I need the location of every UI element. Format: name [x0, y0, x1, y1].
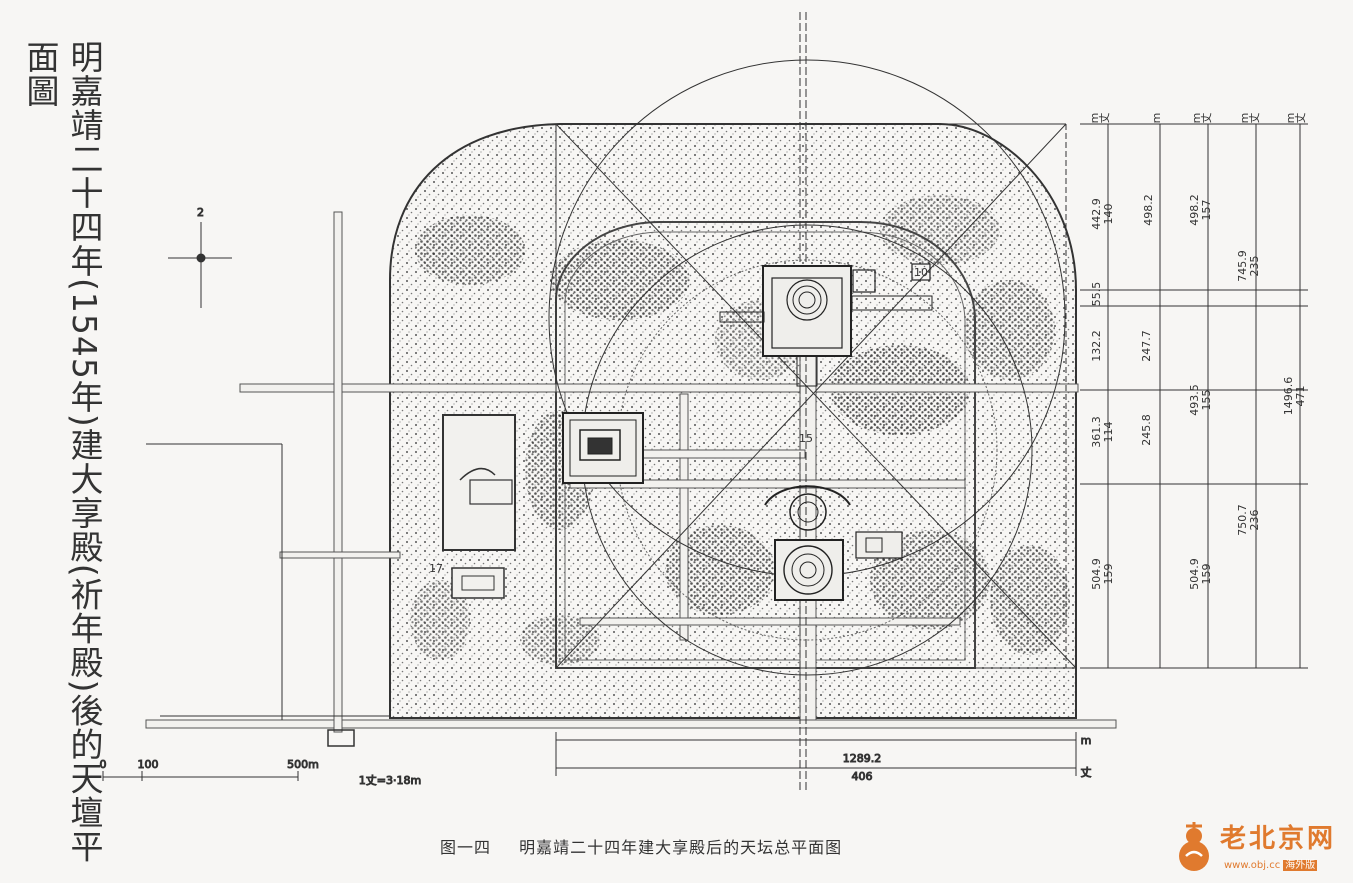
- gourd-logo-icon: [1179, 822, 1209, 871]
- inner-wall: [555, 221, 976, 669]
- unit-header: 丈: [1098, 113, 1111, 124]
- unit-header: 丈: [1200, 113, 1213, 124]
- watermark-tag: 海外版: [1283, 860, 1318, 871]
- dimension-label: 159: [1102, 564, 1115, 585]
- scale-tick-label: 500m: [287, 758, 319, 771]
- dimension-label: 442.9: [1090, 198, 1103, 230]
- round-mound-complex: [764, 485, 903, 601]
- unit-header: m: [1088, 113, 1101, 124]
- north-arrow-label: 2: [197, 206, 204, 219]
- dimension-label: 504.9: [1090, 558, 1103, 590]
- dimension-label: 235: [1248, 256, 1261, 277]
- figure-caption: 图一四 明嘉靖二十四年建大享殿后的天坛总平面图: [440, 834, 842, 858]
- bottom-dimension-unit: m: [1081, 734, 1092, 747]
- bottom-dimension: 1289.2 406 m 丈: [555, 732, 1092, 784]
- dimension-label: 155: [1200, 390, 1213, 411]
- building-number: 10: [914, 266, 928, 279]
- west-enclosure: [442, 414, 516, 599]
- dimension-label: 114: [1102, 422, 1115, 443]
- dimension-label: 471: [1294, 386, 1307, 407]
- dimension-label: 132.2: [1090, 330, 1103, 362]
- unit-header: m: [1284, 113, 1297, 124]
- dimension-label: 247.7: [1140, 330, 1153, 362]
- dimension-label: 1496.6: [1282, 377, 1295, 416]
- dimension-label: 504.9: [1188, 558, 1201, 590]
- dimension-label: 745.9: [1236, 250, 1249, 282]
- unit-header: 丈: [1248, 113, 1261, 124]
- dimension-label: 498.2: [1142, 194, 1155, 226]
- building-number: 15: [799, 432, 813, 445]
- construction-lines: [548, 12, 1077, 790]
- dimension-label: 361.3: [1090, 416, 1103, 448]
- caption-text: 明嘉靖二十四年建大享殿后的天坛总平面图: [519, 838, 843, 857]
- hall-of-prayer-complex: [719, 263, 933, 387]
- dimension-label: 159: [1200, 564, 1213, 585]
- unit-header: m: [1150, 113, 1163, 124]
- scale-conversion: 1丈=3·18m: [359, 774, 421, 787]
- vertical-title: 明嘉靖二十四年(1545年)建大享殿(祈年殿)後的天壇平面圖: [21, 40, 104, 864]
- dimension-label: 55.5: [1090, 282, 1103, 307]
- roads: [145, 211, 1117, 733]
- west-approach: [146, 443, 390, 747]
- bottom-dimension-unit: 丈: [1081, 766, 1092, 779]
- unit-header: m: [1190, 113, 1203, 124]
- fasting-palace: [562, 412, 644, 484]
- scale-tick-label: 0: [100, 758, 107, 771]
- dimension-label: 493.5: [1188, 384, 1201, 416]
- scale-tick-label: 100: [138, 758, 159, 771]
- dimension-label: 236: [1248, 510, 1261, 531]
- dimension-label: 498.2: [1188, 194, 1201, 226]
- watermark-brand: 老北京网: [1220, 824, 1337, 854]
- unit-header: m: [1238, 113, 1251, 124]
- bottom-dimension-value: 1289.2: [843, 752, 882, 765]
- scale-bar: 0 100 500m 1丈=3·18m: [99, 758, 422, 788]
- bottom-dimension-value: 406: [852, 770, 873, 783]
- dimension-label: 245.8: [1140, 414, 1153, 446]
- watermark-url-text: www.obj.cc: [1224, 860, 1281, 871]
- dimension-label: 157: [1200, 200, 1213, 221]
- building-number: 17: [429, 562, 443, 575]
- figure-number: 图一四: [440, 838, 492, 857]
- dimension-columns: [1080, 123, 1308, 669]
- north-arrow: 2: [168, 206, 232, 308]
- unit-header: 丈: [1294, 113, 1307, 124]
- dimension-label: 750.7: [1236, 504, 1249, 536]
- dimension-label: 140: [1102, 204, 1115, 225]
